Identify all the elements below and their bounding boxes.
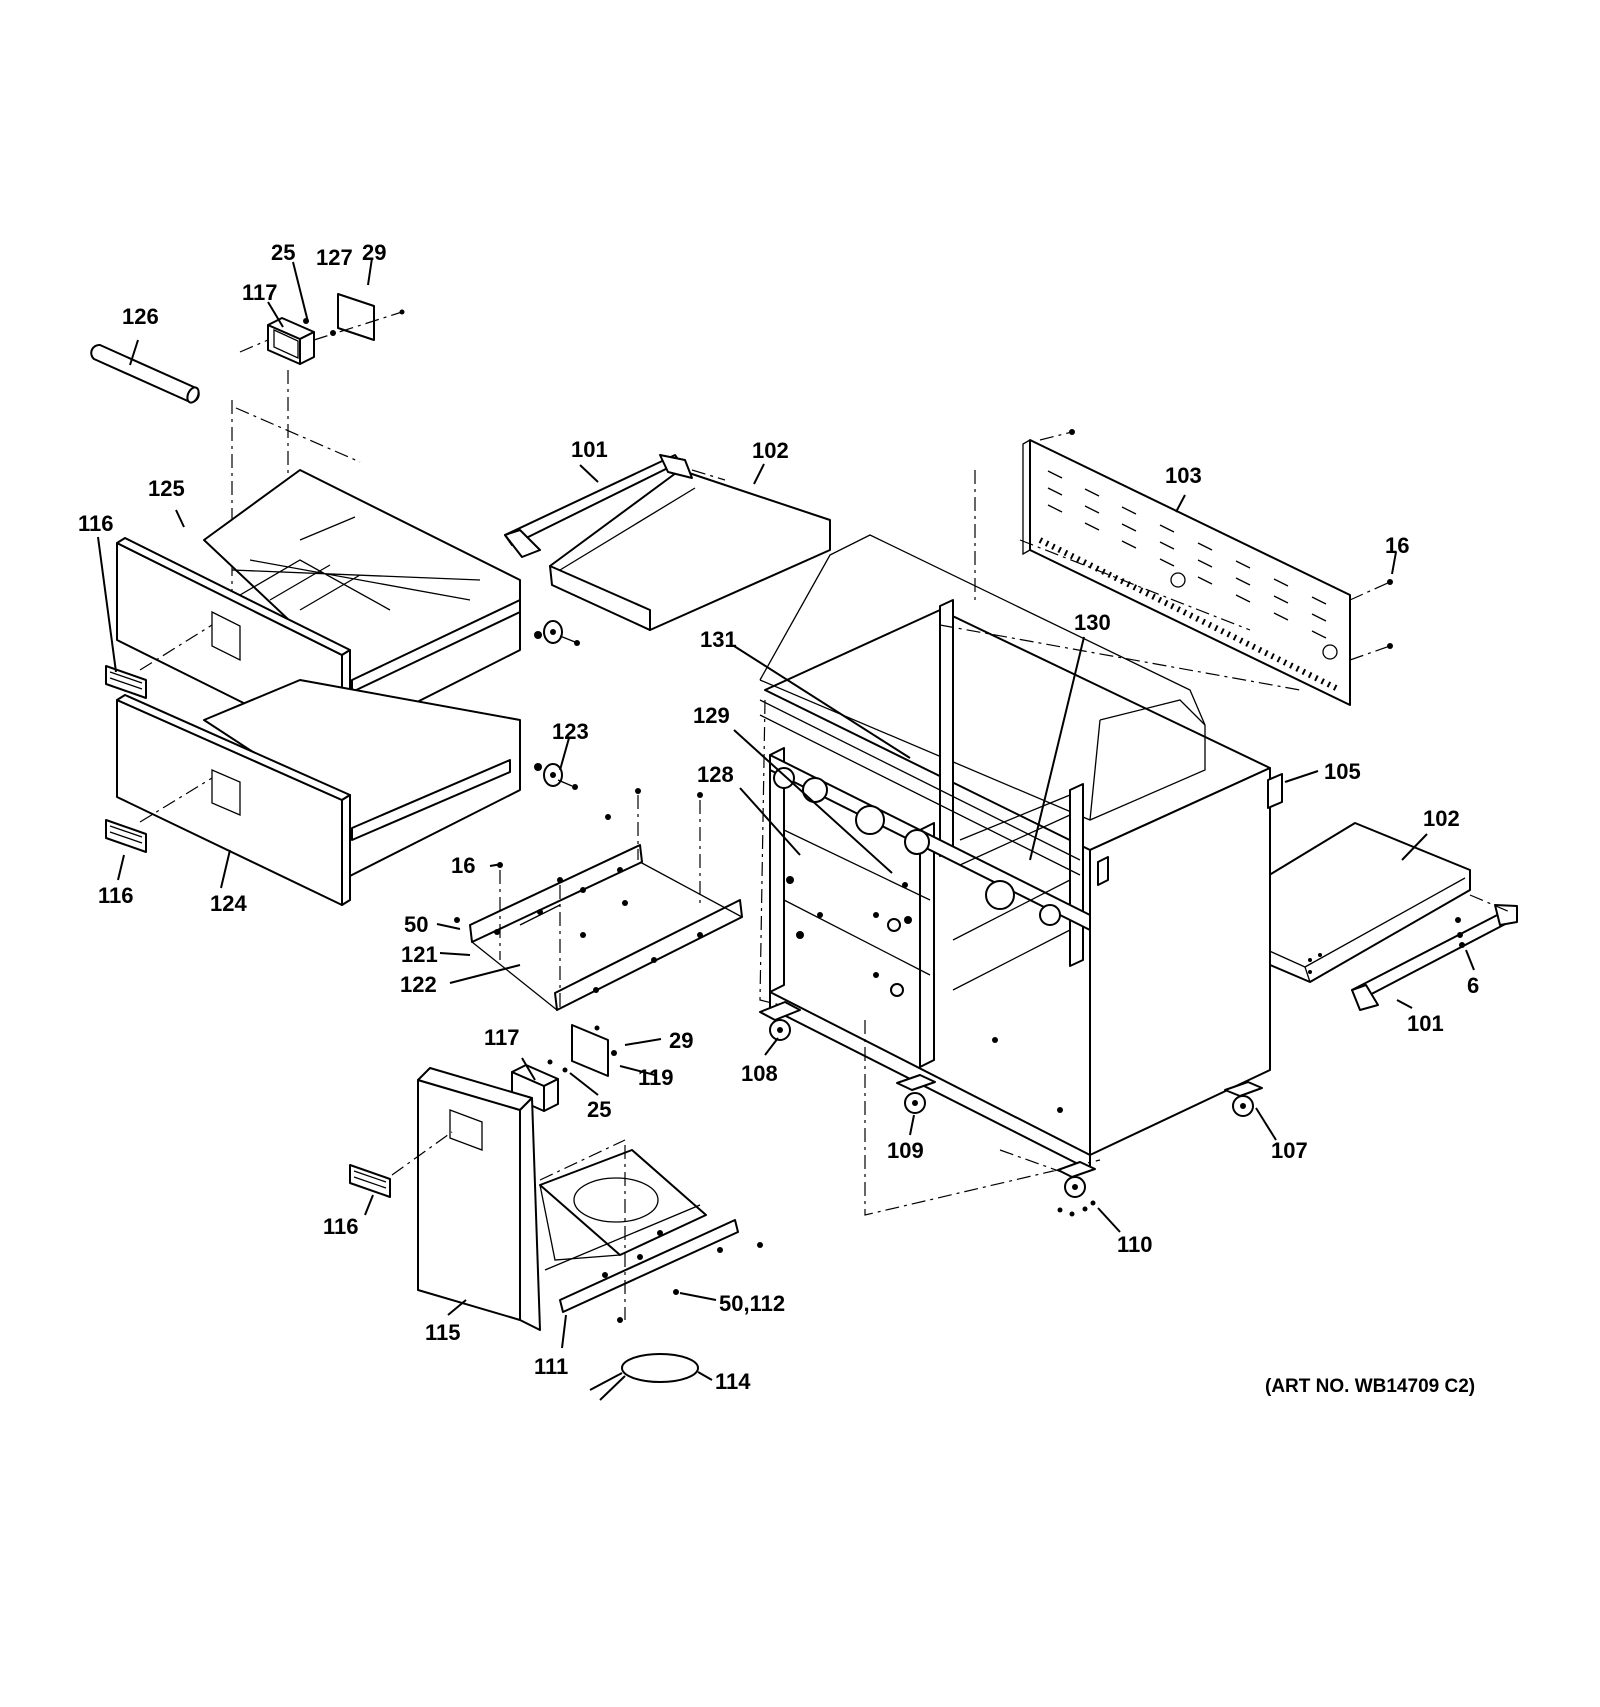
callout: 116 [98,883,134,908]
drawer-handle-116-lower [349,1164,391,1198]
drawer-slide-assembly-121 [454,788,743,1011]
roller-upper-drawer [534,620,580,646]
handle-bracket-117-lower [511,1059,568,1112]
callout: 127 [316,245,353,270]
callout-labels: 25 127 29 117 126 101 102 103 16 125 116… [78,240,1479,1394]
callout: 6 [1467,973,1479,998]
callout: 25 [271,240,295,265]
caster-109 [896,1074,936,1114]
callout: 117 [484,1025,520,1050]
roller-123 [534,763,578,790]
callout: 121 [401,942,438,967]
callout: 101 [1407,1011,1444,1036]
callout: 29 [669,1028,693,1053]
bracket-plate-127 [337,293,375,341]
screws-16-back [1069,429,1393,649]
callout: 29 [362,240,386,265]
tank-rail-111 [544,1204,763,1323]
callout: 50,112 [719,1291,785,1316]
callout: 110 [1117,1232,1153,1257]
bracket-plate-119 [571,1024,617,1077]
back-panel-103 [1022,439,1351,706]
callout: 109 [887,1138,924,1163]
side-handle-101-right [1351,904,1518,1011]
callout: 16 [451,853,475,878]
caster-108 [759,1001,801,1041]
callout: 116 [78,511,114,536]
callout: 25 [587,1097,611,1122]
callout: 116 [323,1214,359,1239]
callout: 128 [697,762,734,787]
callout: 125 [148,476,185,501]
tank-tray [539,1149,707,1261]
drawer-handle-116-middle [105,819,147,853]
callout: 115 [425,1320,461,1345]
lower-drawer-124 [116,679,521,906]
side-handle-101-left [504,454,693,558]
callout: 119 [638,1065,674,1090]
callout: 102 [1423,806,1460,831]
callout: 117 [242,280,278,305]
callout: 50 [404,912,428,937]
callout: 114 [715,1369,751,1394]
leader-lines [97,257,1475,1381]
callout: 123 [552,719,589,744]
screws-6 [1455,917,1465,948]
callout: 130 [1074,610,1111,635]
callout: 126 [122,304,159,329]
callout: 101 [571,437,608,462]
callout: 131 [700,627,737,652]
drawer-handle-116-upper [105,665,147,699]
tank-ring-114 [589,1353,699,1401]
callout: 107 [1271,1138,1308,1163]
callout: 103 [1165,463,1202,488]
callout: 129 [693,703,730,728]
caster-110 [1057,1161,1096,1217]
callout: 105 [1324,759,1361,784]
art-number-caption: (ART NO. WB14709 C2) [1265,1376,1475,1397]
callout: 124 [210,891,247,916]
callout: 108 [741,1061,778,1086]
caster-107 [1224,1081,1263,1117]
handle-tube-126 [90,343,200,404]
callout: 111 [534,1354,568,1379]
cart-frame [759,534,1283,1171]
callout: 102 [752,438,789,463]
handle-bracket-117-top [267,317,315,365]
callout: 16 [1385,533,1409,558]
tank-door-115 [417,1067,541,1331]
callout: 122 [400,972,437,997]
